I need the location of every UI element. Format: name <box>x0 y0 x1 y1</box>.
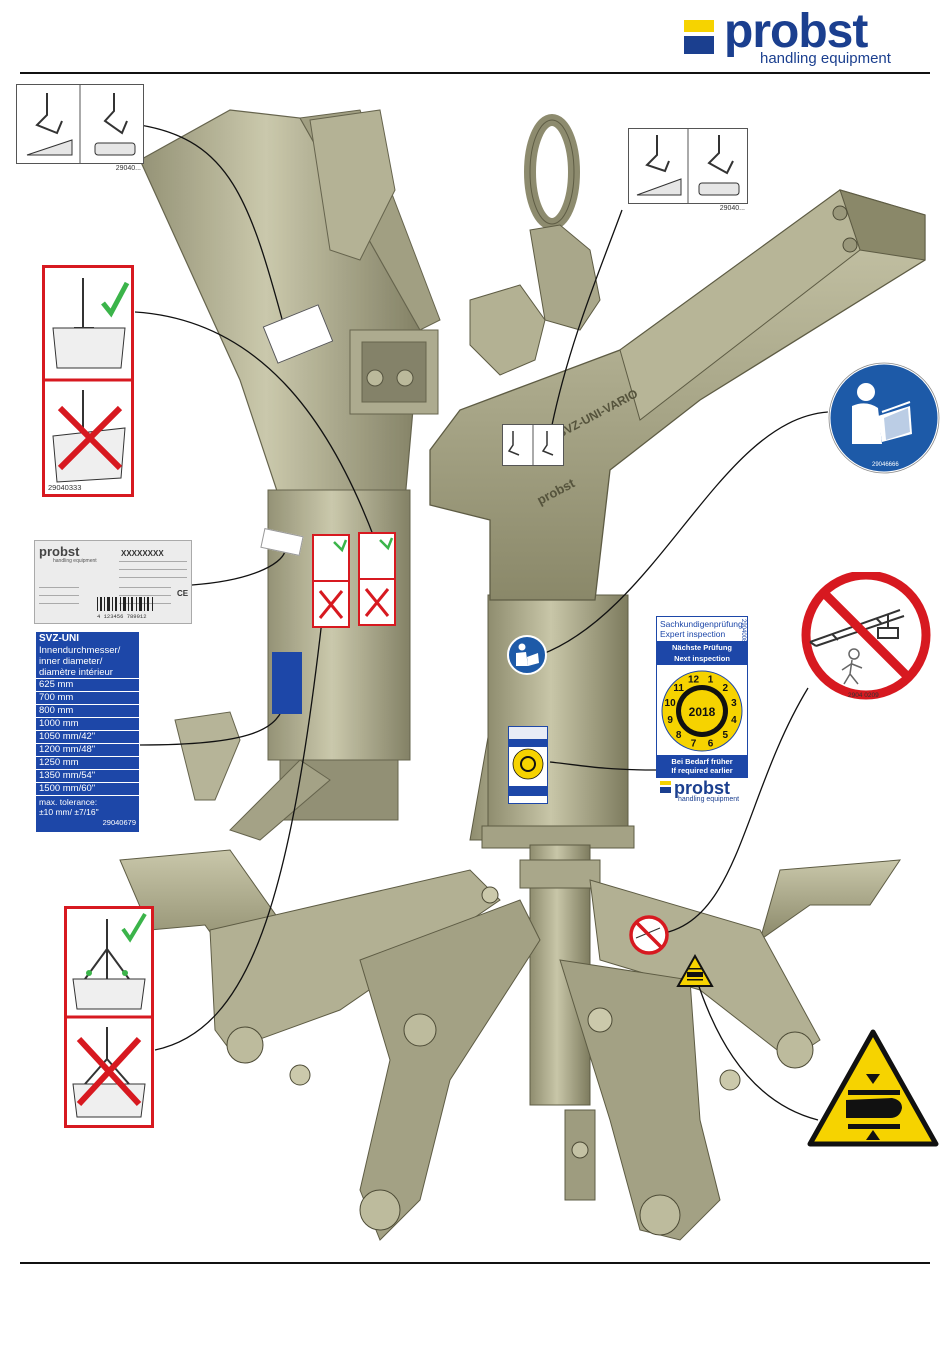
inspection-logo-mark-icon <box>660 781 671 793</box>
crush-hazard-warning-sign <box>807 1029 939 1147</box>
inspection-logo-word: probst <box>674 778 730 798</box>
correct-usage-label: 29040333 <box>42 265 134 497</box>
type-plate-brand: probst <box>39 544 80 559</box>
lifting-eye <box>469 114 601 376</box>
ce-mark: CE <box>177 589 189 598</box>
inspection-earlier-de: Bei Bedarf früher <box>671 757 733 766</box>
diameter-row: 1500 mm/60" <box>36 783 139 796</box>
usage-label-number: 29040333 <box>48 483 82 492</box>
diameter-row: 1050 mm/42" <box>36 731 139 744</box>
inspection-month-label: 10 <box>665 698 677 709</box>
next-inspection-en: Next inspection <box>657 653 747 665</box>
footer-rule <box>20 1262 930 1264</box>
diameter-row: 800 mm <box>36 705 139 718</box>
type-plate-model: XXXXXXXX <box>121 549 164 558</box>
main-column <box>469 594 635 1106</box>
pictogram-code-left: 29040... <box>115 165 141 172</box>
small-diameter-sticker <box>272 652 302 714</box>
brand-logo: probst handling equipment <box>684 5 914 68</box>
logo-tagline: handling equipment <box>760 50 891 67</box>
inspection-month-label: 6 <box>708 738 714 749</box>
no-standing-under-load-sign <box>801 572 931 700</box>
person-icon <box>841 648 863 685</box>
diameter-subtitle-1: Innendurchmesser/ <box>39 645 121 656</box>
jaw-usage-pictogram-icon <box>67 912 151 1118</box>
inspection-month-label: 1 <box>708 675 714 686</box>
diameter-row: 625 mm <box>36 679 139 692</box>
lifting-pictogram-icon <box>26 85 136 163</box>
inspection-month-label: 3 <box>731 698 737 709</box>
next-inspection-de: Nächste Prüfung <box>657 641 747 653</box>
inspection-earlier: Bei Bedarf früher If required earlier <box>657 755 747 777</box>
jaw-usage-label <box>64 906 154 1128</box>
barcode-icon <box>97 597 153 611</box>
gripper-illustration: SVZ-UNI-VARIO probst <box>119 109 926 1241</box>
diameter-row: 1350 mm/54" <box>36 770 139 783</box>
inspection-brand-logo: probst handling equipment <box>660 778 750 806</box>
type-plate-barcode-number: 4 123456 789012 <box>97 613 147 620</box>
inspection-earlier-en: If required earlier <box>671 766 733 775</box>
lifting-pictogram-top-left: 29040... <box>16 84 144 172</box>
inspection-month-label: 11 <box>673 683 684 694</box>
left-unit <box>139 109 441 841</box>
small-inspection-sticker <box>508 726 548 804</box>
small-lifting-sticker-right <box>502 424 564 466</box>
lifting-pictogram-icon <box>636 129 740 203</box>
inspection-month-label: 2 <box>723 683 729 694</box>
read-manual-icon <box>852 383 912 444</box>
read-manual-sign <box>827 362 941 474</box>
inspection-year: 2018 <box>689 705 716 719</box>
center-chain <box>564 1109 596 1201</box>
small-crush-hazard-sign <box>676 954 714 987</box>
pictogram-code-right: 29040... <box>719 205 745 212</box>
left-lower-arms <box>119 849 541 1241</box>
lifting-pictogram-top-right: 29040... <box>628 128 748 212</box>
diameter-row: 1250 mm <box>36 757 139 770</box>
diameter-label-number: 29040679 <box>102 818 136 827</box>
read-manual-number: 29046666 <box>872 462 899 468</box>
tolerance-line-1: max. tolerance: <box>39 797 98 807</box>
inspection-sticker: Sachkundigenprüfung Expert inspection Nä… <box>656 616 748 778</box>
main-arm: SVZ-UNI-VARIO probst <box>429 189 926 601</box>
small-no-standing-sign <box>629 915 669 955</box>
diameter-row: 1200 mm/48" <box>36 744 139 757</box>
type-plate: probst handling equipment XXXXXXXX 4 123… <box>34 540 192 624</box>
right-lower-arms <box>559 859 901 1241</box>
small-lifting-icon <box>507 425 554 465</box>
inspection-logo-sub: handling equipment <box>678 796 740 803</box>
diameter-label: SVZ-UNI Innendurchmesser/ inner diameter… <box>36 632 139 832</box>
small-jaw-usage-sticker <box>312 534 350 628</box>
inspection-side-number: 29040088 <box>740 619 746 646</box>
logo-mark-icon <box>684 20 714 54</box>
inspection-month-label: 4 <box>731 715 737 726</box>
type-plate-brand-sub: handling equipment <box>53 558 97 564</box>
diameter-row: 700 mm <box>36 692 139 705</box>
diameter-subtitle-3: diamètre intérieur <box>36 667 139 679</box>
small-inspection-dial-icon <box>512 748 544 780</box>
inspection-month-label: 7 <box>691 738 697 749</box>
small-jaw-usage-icon <box>314 539 348 619</box>
diameter-subtitle-2: inner diameter/ <box>39 656 103 667</box>
hand-crush-icon <box>846 1074 902 1140</box>
small-read-manual-sign <box>507 635 547 675</box>
small-usage-icon <box>360 537 394 617</box>
inspection-title-en: Expert inspection <box>660 629 726 639</box>
no-standing-number: 2904 0209 <box>848 692 879 699</box>
header-rule <box>20 72 930 74</box>
inspection-title-de: Sachkundigenprüfung <box>660 619 743 629</box>
inspection-month-label: 8 <box>676 730 682 741</box>
leader-lines <box>134 124 829 1121</box>
correct-usage-pictogram-icon <box>45 278 131 483</box>
logo-wordmark: probst <box>724 5 868 58</box>
inspection-month-label: 12 <box>688 675 700 686</box>
inspection-month-label: 9 <box>667 715 673 726</box>
diameter-row: 1000 mm <box>36 718 139 731</box>
small-usage-sticker <box>358 532 396 626</box>
diameter-title: SVZ-UNI <box>39 633 79 644</box>
inspection-month-label: 5 <box>723 730 729 741</box>
tolerance-line-2: ±10 mm/ ±7/16" <box>39 807 99 817</box>
